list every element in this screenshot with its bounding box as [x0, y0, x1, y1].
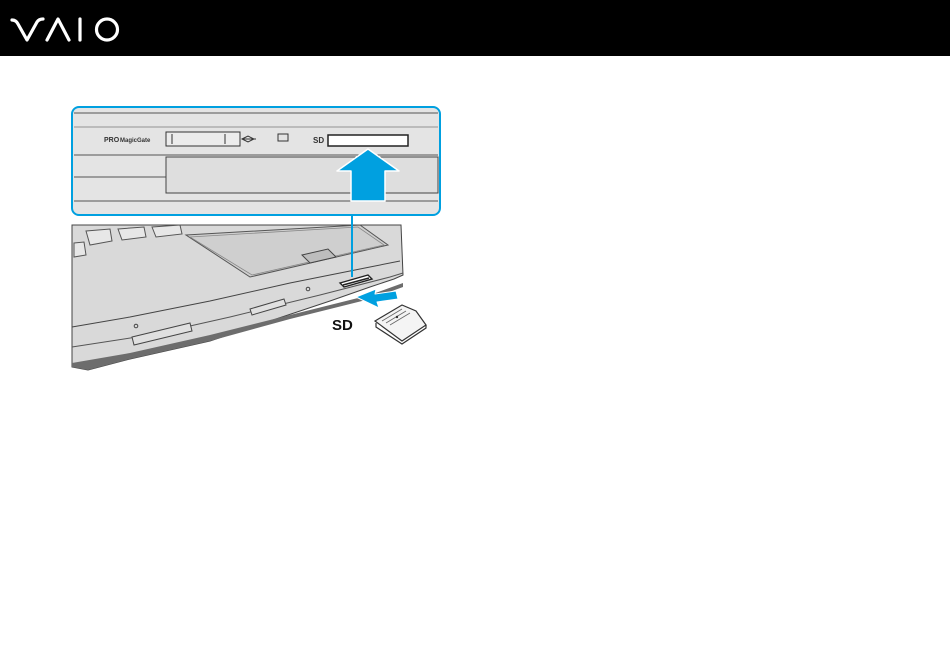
header-bar	[0, 0, 950, 56]
sd-card-insertion-figure: PRO MagicGate SD SD	[70, 105, 442, 377]
laptop-body	[72, 225, 403, 370]
sd-slot-illustration: PRO MagicGate SD SD	[70, 105, 442, 377]
sd-card-label: SD	[332, 317, 353, 334]
pro-label: PRO	[104, 137, 120, 144]
magicgate-label: MagicGate	[120, 138, 151, 144]
vaio-logo	[10, 10, 140, 46]
panel-sd-label: SD	[313, 136, 324, 145]
insert-arrow-left-icon	[356, 289, 398, 308]
zoom-panel: PRO MagicGate SD	[72, 107, 440, 215]
vaio-logo-graphic	[10, 10, 140, 46]
sd-card-graphic	[375, 305, 426, 344]
